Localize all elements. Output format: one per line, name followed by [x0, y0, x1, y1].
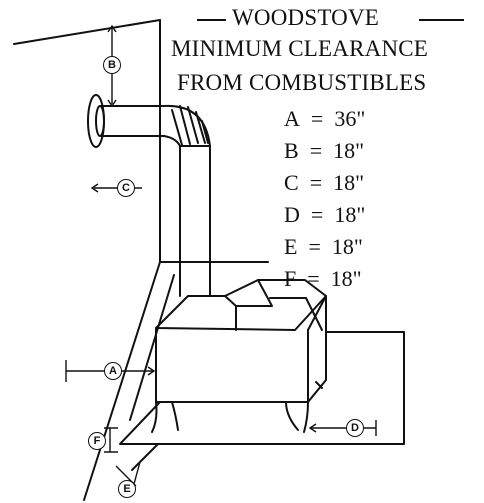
title-line-2: MINIMUM CLEARANCE — [171, 36, 429, 61]
title-line-1: WOODSTOVE — [232, 5, 380, 30]
clearance-a: A = 36" — [284, 106, 366, 131]
clearance-b-value: 18" — [333, 138, 365, 163]
clearance-c: C = 18" — [284, 170, 365, 195]
side-wall-edge — [83, 261, 161, 501]
callout-b: B — [103, 56, 121, 74]
clearance-c-value: 18" — [333, 170, 365, 195]
callout-e: E — [118, 480, 136, 498]
clearance-f-letter: F — [284, 266, 297, 291]
callout-c: C — [117, 179, 135, 197]
clearance-f-value: 18" — [330, 266, 362, 291]
dim-f — [104, 427, 118, 453]
clearance-d: D = 18" — [284, 202, 366, 227]
side-wall-inner-edge — [129, 274, 175, 421]
callout-f: F — [88, 432, 106, 450]
clearance-d-letter: D — [284, 202, 300, 227]
title-rule-left — [197, 19, 226, 21]
floor-protector — [119, 331, 405, 445]
stovepipe-horizontal — [99, 105, 165, 137]
clearance-e-letter: E — [284, 234, 298, 259]
title-rule-right — [419, 19, 464, 21]
clearance-e-value: 18" — [331, 234, 363, 259]
clearance-a-letter: A — [284, 106, 300, 131]
stovepipe-vertical — [179, 145, 211, 297]
clearance-f: F = 18" — [284, 266, 362, 291]
stove-top — [155, 279, 327, 331]
stove-front — [155, 327, 309, 403]
clearance-b: B = 18" — [284, 138, 365, 163]
callout-d: D — [346, 419, 364, 437]
clearance-c-letter: C — [284, 170, 299, 195]
clearance-e: E = 18" — [284, 234, 363, 259]
dim-d — [310, 420, 377, 436]
stove-side — [307, 295, 327, 403]
clearance-d-value: 18" — [334, 202, 366, 227]
title-line-3: FROM COMBUSTIBLES — [177, 70, 427, 95]
stove-legs — [151, 401, 309, 433]
clearance-b-letter: B — [284, 138, 299, 163]
callout-a: A — [104, 362, 122, 380]
clearance-a-value: 36" — [334, 106, 366, 131]
wall-top-edge — [13, 19, 161, 45]
